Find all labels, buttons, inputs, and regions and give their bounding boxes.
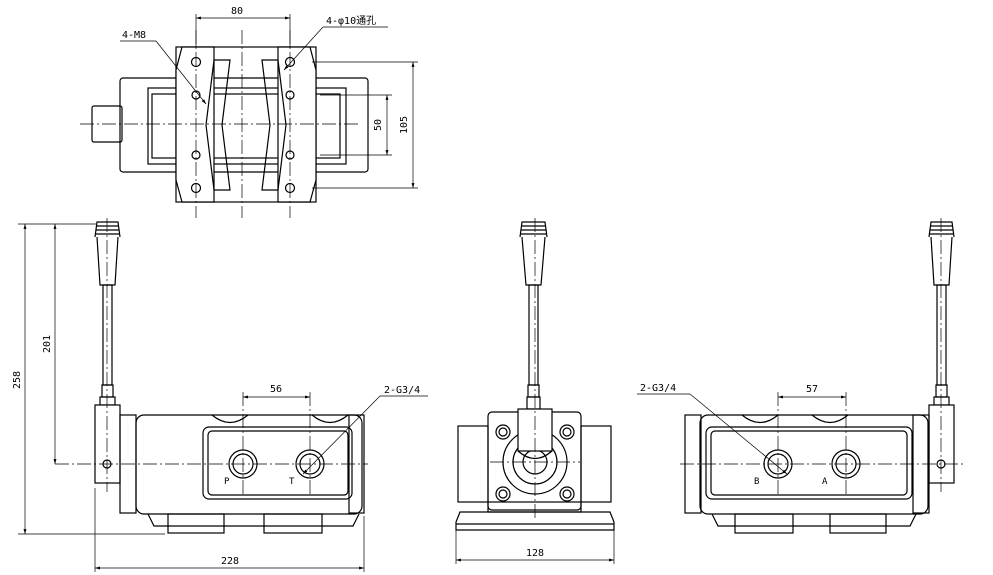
top-dim-inner-height: 50 xyxy=(373,119,384,131)
callout-holes: 4-φ10通孔 xyxy=(326,15,376,27)
port-t-label: T xyxy=(289,477,295,487)
top-dim-outer-height: 105 xyxy=(399,116,410,134)
front-view: P T 258 201 56 2-G3/4 228 xyxy=(12,218,428,572)
top-view: 80 4-M8 4-φ10通孔 50 105 xyxy=(80,6,418,218)
front-dim-length: 228 xyxy=(221,556,239,567)
rear-view: B A 57 2-G3/4 xyxy=(637,218,966,534)
side-bolts xyxy=(495,424,575,502)
front-dim-handle-height: 201 xyxy=(42,335,53,353)
port-p-label: P xyxy=(224,477,230,487)
callout-threads: 4-M8 xyxy=(122,30,146,41)
rear-dim-port-spacing: 57 xyxy=(806,384,818,395)
side-view: 128 xyxy=(455,218,615,564)
port-b-label: B xyxy=(754,477,759,487)
front-callout-ports: 2-G3/4 xyxy=(384,385,420,396)
port-a-label: A xyxy=(822,477,828,487)
front-dim-total-height: 258 xyxy=(12,371,23,389)
top-dim-width: 80 xyxy=(231,6,243,17)
side-dim-width: 128 xyxy=(526,548,544,559)
front-dim-port-spacing: 56 xyxy=(270,384,282,395)
rear-callout-ports: 2-G3/4 xyxy=(640,383,676,394)
